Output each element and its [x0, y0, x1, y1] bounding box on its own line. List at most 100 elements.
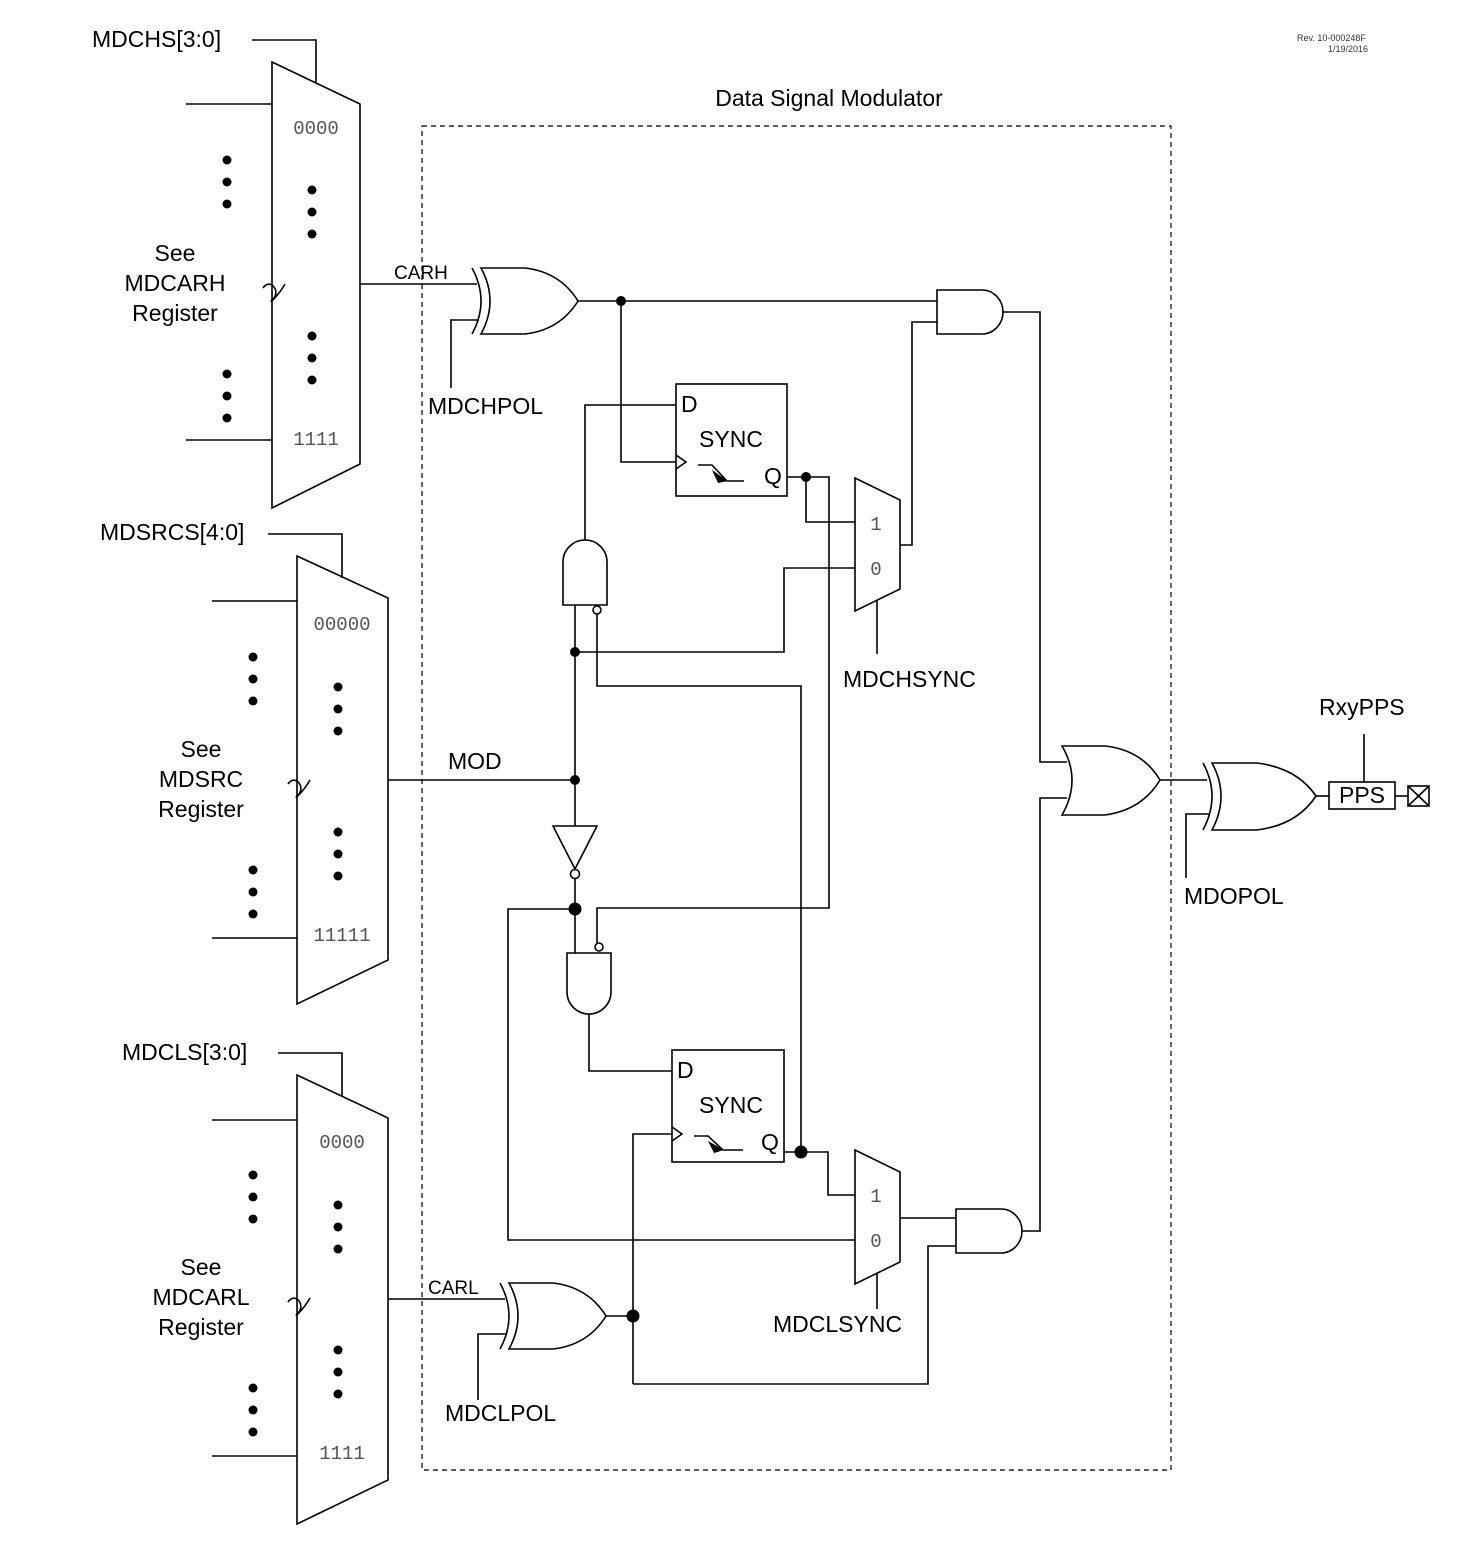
carh-and-out-wire — [1003, 311, 1067, 763]
mod-inverter-bubble — [569, 868, 581, 880]
rxypps-label: RxyPPS — [1319, 694, 1405, 720]
sync-high-mux-out-wire — [900, 321, 937, 546]
sync-high-edge-mark — [698, 464, 744, 482]
sync-high-clock-mark — [675, 454, 688, 470]
sync-low-q-wire — [784, 1151, 855, 1196]
sync-high-enable-inverted-wire — [596, 614, 802, 1152]
sync-low-d-wire — [588, 1014, 672, 1072]
carrier-high-mux-body — [271, 60, 361, 510]
carl-to-and-wire — [633, 1245, 956, 1385]
carl-xor-gate — [507, 1282, 607, 1350]
revision-line-2: 1/19/2016 — [1328, 44, 1368, 54]
carl-junction — [626, 1309, 640, 1323]
output-polarity-xor: MDOPOL — [1184, 762, 1317, 909]
mdopol-wire — [1185, 813, 1210, 878]
sync-low-enable-and-gate — [566, 952, 612, 1015]
sync-high-edge-arrow — [712, 470, 728, 483]
sync-low-mux-body — [854, 1148, 901, 1286]
sync-high-q-to-mux-wire — [805, 477, 855, 523]
carl-polarity-xor: CARL MDCLPOL — [388, 1278, 607, 1426]
carl-first-input: 0000 — [319, 1132, 365, 1154]
src-note-line-3: Register — [158, 796, 244, 822]
sync-high-mux-body — [854, 476, 901, 613]
mdclsync-label: MDCLSYNC — [773, 1311, 902, 1337]
carl-and-out-wire — [1022, 797, 1067, 1232]
mdchpol-wire — [450, 319, 479, 388]
carl-break-mark — [287, 1297, 311, 1316]
mdchpol-label: MDCHPOL — [428, 393, 543, 419]
carh-to-sync-clock-wire — [620, 301, 676, 463]
src-break-mark — [287, 779, 311, 798]
mdopol-label: MDOPOL — [1184, 883, 1284, 909]
sync-high-label: SYNC — [699, 426, 763, 452]
carh-note-line-2: MDCARH — [125, 270, 226, 296]
carrier-low-mux: MDCLS[3:0] 0000 1111 See MDCARL Register — [122, 1039, 389, 1526]
carl-and-gate — [955, 1208, 1023, 1254]
src-ellipsis-dots — [248, 652, 343, 919]
sync-low-clock-wire — [632, 1133, 672, 1316]
carl-ellipsis-dots — [248, 1170, 343, 1437]
sync-high-q: Q — [764, 463, 782, 489]
modulator-boundary — [421, 125, 1172, 1471]
src-first-input: 00000 — [313, 614, 370, 636]
sync-high-enable-and-gate — [562, 539, 608, 606]
carh-select-wire — [252, 39, 317, 82]
carh-xor-back-arc — [471, 267, 482, 335]
carh-polarity-xor: CARH MDCHPOL — [360, 263, 579, 419]
sync-low-enable-and-invert-bubble — [594, 942, 604, 952]
sync-high-mux-in1: 1 — [870, 514, 881, 536]
source-mux: MDSRCS[4:0] 00000 11111 See MDSRC Regist… — [100, 519, 389, 1006]
sync-low-mux-in1: 1 — [870, 1186, 881, 1208]
mod-label: MOD — [448, 748, 502, 774]
carl-label: CARL — [428, 1278, 479, 1299]
carl-note-line-3: Register — [158, 1314, 244, 1340]
sync-low-edge-mark — [694, 1135, 743, 1151]
sync-low-d: D — [677, 1057, 694, 1083]
sync-high-box — [675, 383, 788, 497]
sync-low-box — [671, 1049, 785, 1163]
src-select-wire — [268, 533, 343, 578]
sync-high-mux-in0-wire — [575, 567, 855, 653]
carh-and-gate — [936, 289, 1004, 335]
sync-low-flipflop: D SYNC Q — [671, 1049, 785, 1163]
carh-break-mark — [262, 283, 286, 302]
carh-first-input: 0000 — [293, 118, 339, 140]
carh-ellipsis-dots — [222, 155, 317, 423]
sync-high-mux-in0: 0 — [870, 559, 881, 581]
sync-high-d-wire — [584, 404, 676, 545]
sync-low-label: SYNC — [699, 1092, 763, 1118]
output-or-gate — [1060, 745, 1161, 816]
modulator-title: Data Signal Modulator — [715, 85, 943, 111]
carl-note-line-2: MDCARL — [152, 1284, 249, 1310]
sync-low-q: Q — [761, 1129, 779, 1155]
src-note-line-2: MDSRC — [159, 766, 243, 792]
source-mux-body — [296, 554, 389, 1006]
output-xor-back-arc — [1202, 762, 1213, 831]
carrier-high-mux: MDCHS[3:0] 0000 1111 See MDCARH Register — [92, 26, 361, 510]
sync-high-mux: 1 0 MDCHSYNC — [843, 476, 976, 692]
src-note-line-1: See — [181, 736, 222, 762]
carl-xor-back-arc — [499, 1282, 510, 1350]
mod-inverter — [551, 825, 599, 871]
carrier-low-mux-body — [296, 1073, 389, 1526]
sync-high-q-feedback-wire — [596, 476, 830, 943]
carl-last-input: 1111 — [319, 1443, 365, 1465]
output-xor-gate — [1210, 762, 1317, 831]
sync-low-mux-in0: 0 — [870, 1231, 881, 1253]
pps-label: PPS — [1339, 782, 1385, 808]
carl-select-label: MDCLS[3:0] — [122, 1039, 247, 1065]
carh-note-line-1: See — [155, 240, 196, 266]
mdclpol-label: MDCLPOL — [445, 1400, 556, 1426]
carh-note-line-3: Register — [132, 300, 218, 326]
sync-low-edge-arrow — [708, 1141, 724, 1153]
sync-low-q-junction — [794, 1145, 808, 1159]
revision-line-1: Rev. 10-000248F — [1297, 33, 1366, 43]
mod-inverted-to-low-mux-wire — [507, 908, 855, 1241]
sync-low-mux: 1 0 MDCLSYNC — [773, 1148, 902, 1337]
src-last-input: 11111 — [313, 925, 370, 947]
carh-xor-gate — [479, 267, 579, 335]
carh-select-label: MDCHS[3:0] — [92, 26, 221, 52]
sync-high-enable-and-invert-bubble — [592, 605, 602, 615]
sync-low-clock-mark — [671, 1126, 684, 1142]
